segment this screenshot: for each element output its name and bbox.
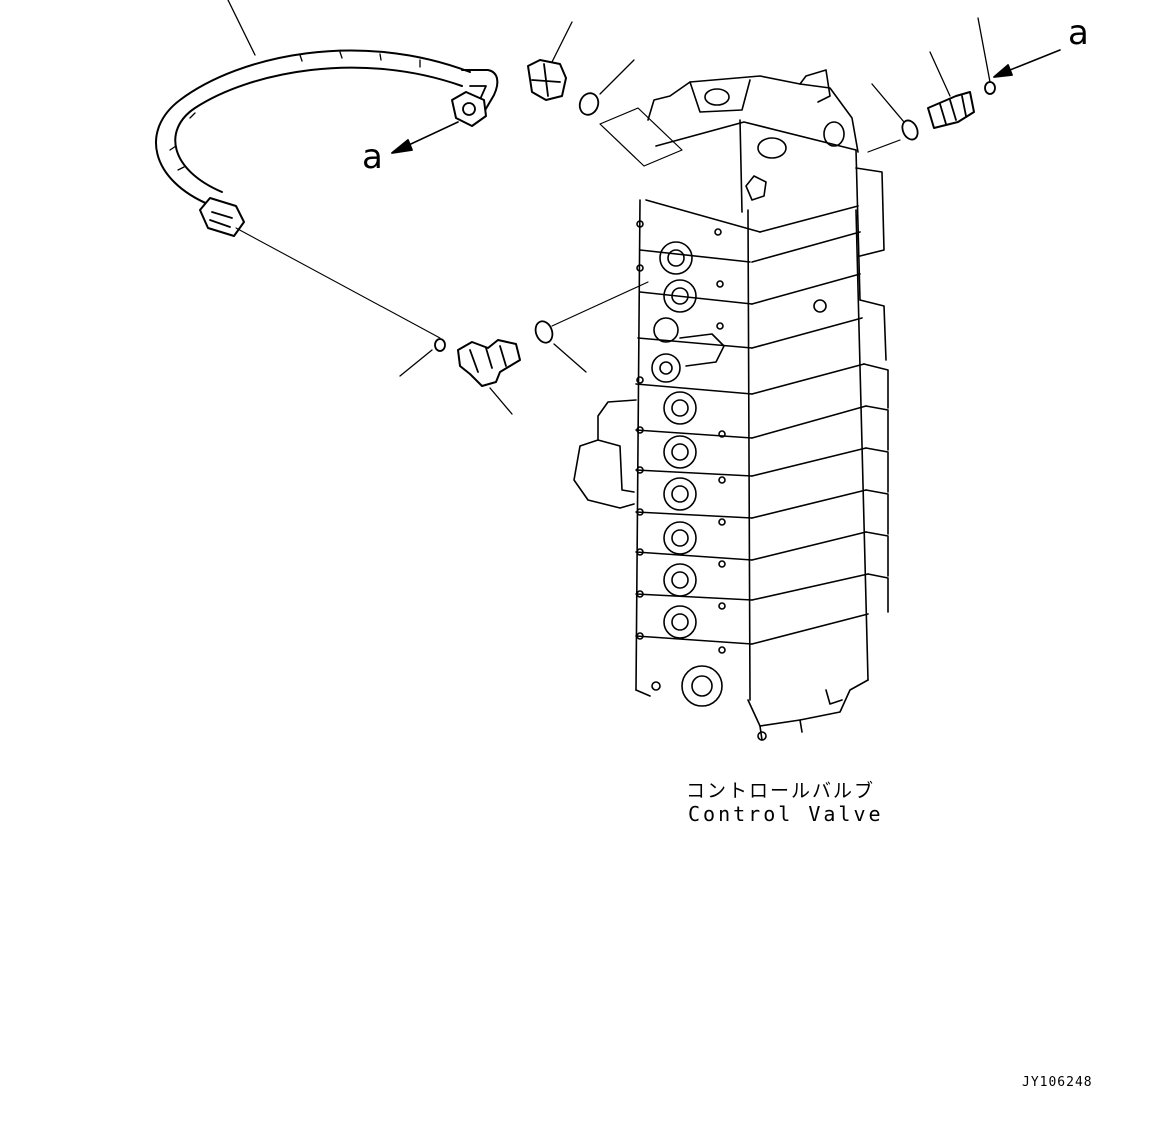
plug-fitting <box>528 22 572 100</box>
o-ring-top <box>577 60 682 166</box>
component-label-en: Control Valve <box>688 802 884 826</box>
o-ring-far-right <box>985 82 995 94</box>
connection-arrow-right <box>978 18 1060 82</box>
o-ring-middle <box>533 282 648 372</box>
straight-fitting-right <box>928 52 974 128</box>
connection-arrow-left <box>392 122 458 153</box>
component-label-jp: コントロールバルブ <box>686 780 876 802</box>
hose-assembly <box>156 0 497 338</box>
connection-label-left: a <box>362 137 383 177</box>
elbow-fitting <box>458 340 520 414</box>
o-ring-right <box>868 84 921 152</box>
o-ring-small <box>400 339 445 376</box>
connection-label-right: a <box>1068 13 1089 53</box>
control-valve-body <box>574 70 888 740</box>
figure-code: JY106248 <box>1022 1075 1093 1090</box>
